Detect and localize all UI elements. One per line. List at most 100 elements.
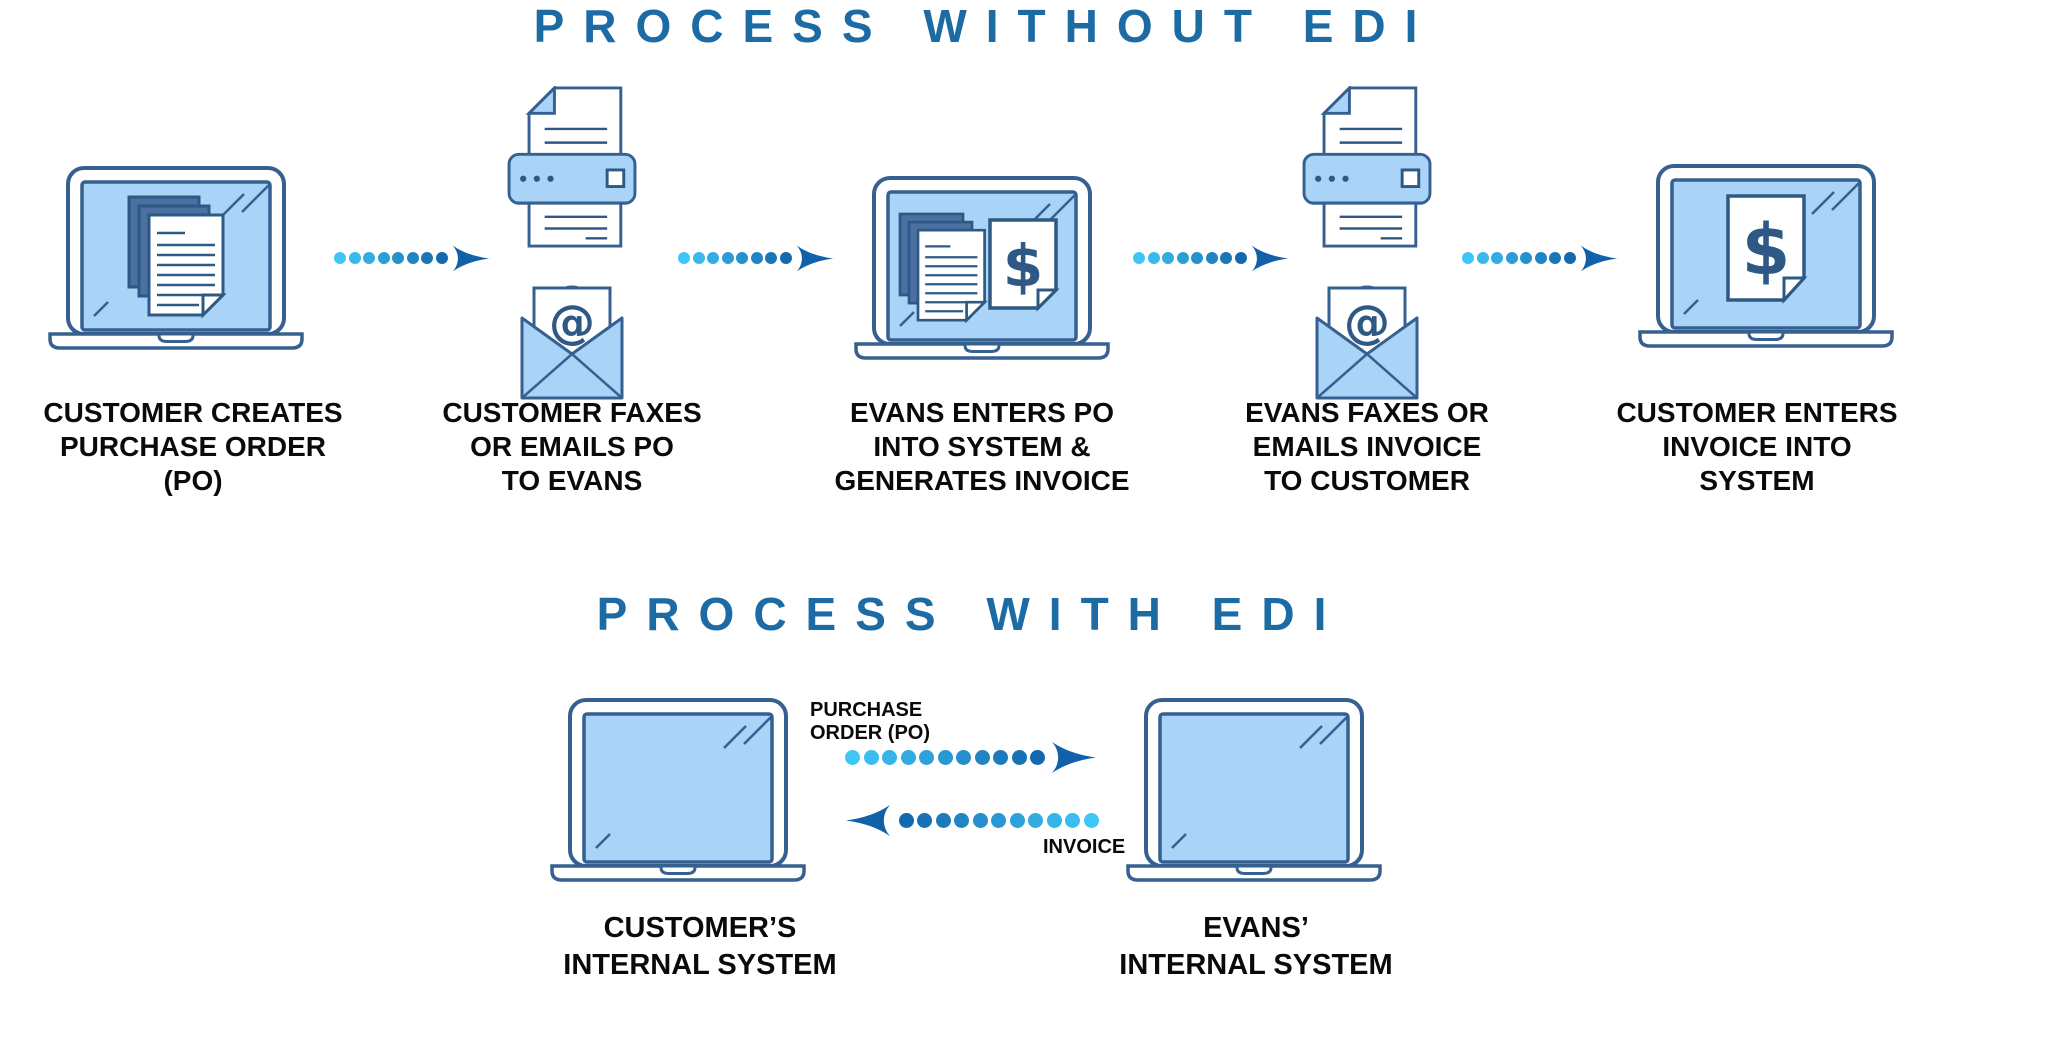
arrow-dot bbox=[1176, 252, 1189, 264]
printer-fax-icon bbox=[507, 86, 637, 248]
laptop-icon: $ bbox=[1638, 164, 1894, 352]
flow-arrow-step1-to-step2 bbox=[334, 242, 490, 274]
po-flow-arrow bbox=[845, 740, 1097, 774]
arrow-dot bbox=[974, 749, 990, 765]
flow-arrow-step3-to-step4 bbox=[1133, 242, 1289, 274]
arrow-dot bbox=[392, 252, 404, 264]
document-text-lines bbox=[157, 231, 215, 307]
flow-arrow-step2-to-step3 bbox=[678, 242, 834, 274]
invoice-dollar-icon: $ bbox=[1726, 194, 1808, 304]
arrow-dot bbox=[991, 812, 1006, 828]
arrow-dot bbox=[736, 252, 748, 264]
arrow-dot bbox=[1491, 252, 1503, 264]
arrowhead-icon bbox=[450, 243, 490, 274]
arrow-dot bbox=[1030, 749, 1045, 765]
evans-system-label: EVANS’ INTERNAL SYSTEM bbox=[1119, 912, 1393, 981]
printer-button bbox=[1400, 168, 1421, 189]
laptop-documents-invoice-icon: $ bbox=[854, 176, 1110, 360]
arrow-dot bbox=[937, 749, 953, 765]
arrow-dot bbox=[956, 749, 971, 765]
arrow-dot bbox=[1549, 252, 1561, 264]
fax-email-icon: @ bbox=[1301, 86, 1433, 400]
arrow-dot bbox=[1065, 812, 1080, 828]
section-title-without-edi: PROCESS WITHOUT EDI bbox=[533, 0, 1437, 52]
step-label-4: EVANS FAXES OR EMAILS INVOICE TO CUSTOME… bbox=[1245, 397, 1489, 496]
arrow-dot bbox=[919, 749, 934, 765]
arrow-dot bbox=[1011, 749, 1027, 765]
laptop-icon bbox=[48, 166, 304, 354]
email-envelope-icon: @ bbox=[520, 285, 624, 400]
arrow-dot bbox=[1205, 252, 1218, 264]
folded-corner bbox=[525, 86, 556, 115]
arrow-dot bbox=[1191, 252, 1203, 264]
flow-arrow-step4-to-step5 bbox=[1462, 242, 1618, 274]
screen-shine bbox=[93, 183, 271, 317]
step-label-5: CUSTOMER ENTERS INVOICE INTO SYSTEM bbox=[1616, 397, 1898, 496]
documents-stack-icon bbox=[127, 195, 227, 319]
screen-shine bbox=[1683, 181, 1861, 315]
arrow-dot bbox=[721, 252, 734, 264]
po-flow-label: PURCHASE ORDER (PO) bbox=[810, 699, 930, 744]
invoice-dollar-icon: $ bbox=[988, 218, 1060, 312]
arrow-dot bbox=[377, 252, 390, 264]
arrow-dot bbox=[882, 749, 897, 765]
printer-fax-icon bbox=[1302, 86, 1432, 248]
arrow-dot bbox=[750, 252, 763, 264]
arrow-dot bbox=[363, 252, 375, 264]
arrow-dot bbox=[421, 252, 433, 264]
printer-button bbox=[605, 168, 626, 189]
arrow-dot bbox=[954, 812, 969, 828]
arrow-dot bbox=[845, 749, 860, 765]
arrow-dot bbox=[972, 812, 988, 828]
arrow-dot bbox=[765, 252, 777, 264]
arrow-dot bbox=[334, 252, 346, 264]
laptop-invoice-icon: $ bbox=[1638, 164, 1894, 348]
arrow-dot bbox=[993, 749, 1008, 765]
step-label-3: EVANS ENTERS PO INTO SYSTEM & GENERATES … bbox=[834, 397, 1130, 496]
invoice-flow-label: INVOICE bbox=[1043, 836, 1126, 858]
arrow-dot bbox=[935, 812, 951, 828]
arrow-dot bbox=[1220, 252, 1232, 264]
customer-system-label: CUSTOMER’S INTERNAL SYSTEM bbox=[563, 912, 837, 981]
arrow-dot bbox=[1083, 812, 1099, 828]
documents-stack-icon bbox=[898, 212, 988, 324]
fax-email-icon: @ bbox=[506, 86, 638, 400]
arrow-dot bbox=[1520, 252, 1532, 264]
arrow-dot bbox=[1234, 252, 1247, 264]
customer-system-laptop-icon bbox=[550, 698, 806, 886]
arrow-dot bbox=[1028, 812, 1043, 828]
arrow-dot bbox=[1563, 252, 1576, 264]
screen-shine bbox=[1171, 715, 1349, 849]
dollar-symbol: $ bbox=[1003, 232, 1043, 300]
step-label-2: CUSTOMER FAXES OR EMAILS PO TO EVANS bbox=[442, 397, 702, 496]
arrow-dot bbox=[1462, 252, 1474, 264]
at-symbol: @ bbox=[549, 295, 595, 349]
arrow-dot bbox=[348, 252, 361, 264]
arrowhead-icon bbox=[1249, 243, 1289, 274]
arrow-dot bbox=[1147, 252, 1160, 264]
arrow-dot bbox=[1534, 252, 1547, 264]
arrow-dot bbox=[863, 749, 879, 765]
invoice-flow-arrow bbox=[845, 803, 1099, 837]
at-symbol: @ bbox=[1344, 295, 1390, 349]
arrow-dot bbox=[1162, 252, 1174, 264]
arrow-dot bbox=[406, 252, 419, 264]
laptop-documents-icon bbox=[48, 166, 304, 350]
arrowhead-icon bbox=[1578, 243, 1618, 274]
arrow-dot bbox=[917, 812, 932, 828]
arrow-dot bbox=[1046, 812, 1062, 828]
screen-shine bbox=[595, 715, 773, 849]
arrow-dot bbox=[678, 252, 690, 264]
arrow-dot bbox=[779, 252, 792, 264]
arrow-dot bbox=[435, 252, 448, 264]
arrow-dot bbox=[898, 812, 914, 828]
step-label-1: CUSTOMER CREATES PURCHASE ORDER (PO) bbox=[43, 397, 343, 496]
folded-corner bbox=[1320, 86, 1351, 115]
arrow-dot bbox=[1009, 812, 1025, 828]
arrowhead-icon bbox=[845, 804, 893, 837]
evans-system-laptop-icon bbox=[1126, 698, 1382, 886]
email-envelope-icon: @ bbox=[1315, 285, 1419, 400]
arrow-dot bbox=[1133, 252, 1145, 264]
section-title-with-edi: PROCESS WITH EDI bbox=[596, 588, 1346, 640]
